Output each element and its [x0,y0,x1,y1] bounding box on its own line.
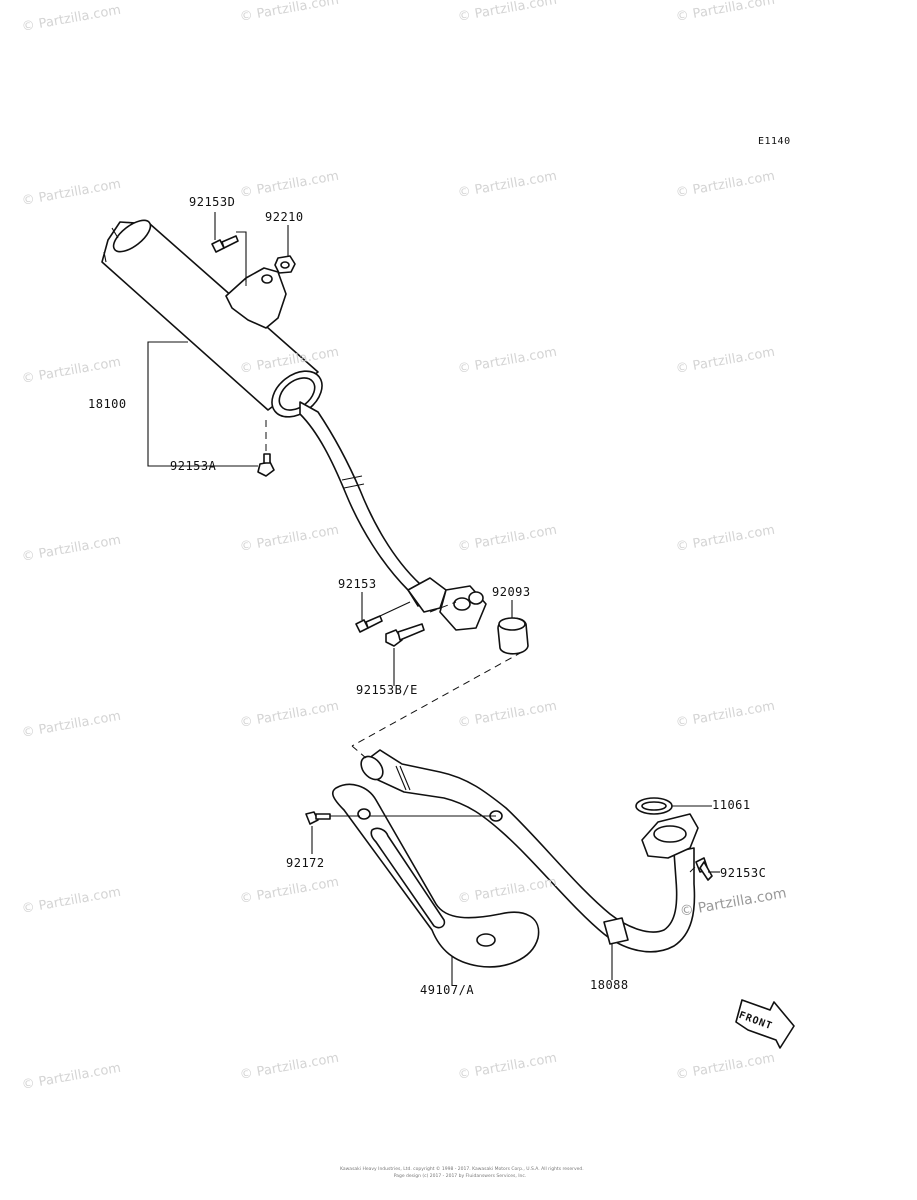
part-label-11061[interactable]: 11061 [712,798,751,812]
part-label-49107A[interactable]: 49107/A [420,983,475,997]
part-label-92153A[interactable]: 92153A [170,459,217,473]
bolt-92153A [257,453,275,477]
bolt-92172 [305,811,331,825]
part-label-92153D[interactable]: 92153D [189,195,236,209]
copyright-line-2: Page design (c) 2017 - 2017 by Fluidansw… [393,1174,527,1179]
assembly-dash-lines [245,256,697,873]
part-label-92210[interactable]: 92210 [265,210,304,224]
part-label-92153C[interactable]: 92153C [720,866,767,880]
muffler-bracket [225,267,287,329]
tail-pipe [299,401,487,631]
diagram-code: E1140 [758,136,791,147]
part-label-92172[interactable]: 92172 [286,856,325,870]
bolt-92153 [355,615,383,633]
bolt-92153BE [385,623,425,647]
nut-92210 [274,255,296,274]
part-label-18100[interactable]: 18100 [88,397,127,411]
front-arrow [735,999,795,1049]
part-label-18088[interactable]: 18088 [590,978,629,992]
part-label-92153[interactable]: 92153 [338,577,377,591]
gasket-11061 [635,797,673,815]
part-label-92093[interactable]: 92093 [492,585,531,599]
copyright-line-1: Kawasaki Heavy Industries, Ltd. copyrigh… [340,1167,584,1172]
bolt-92153D [211,235,239,253]
bolt-92153C [695,857,713,881]
leader-lines [147,212,720,986]
part-label-92153BE[interactable]: 92153B/E [356,683,418,697]
heat-guard-49107 [331,783,540,968]
muffler-18100 [101,219,323,418]
gasket-92093 [497,617,529,655]
